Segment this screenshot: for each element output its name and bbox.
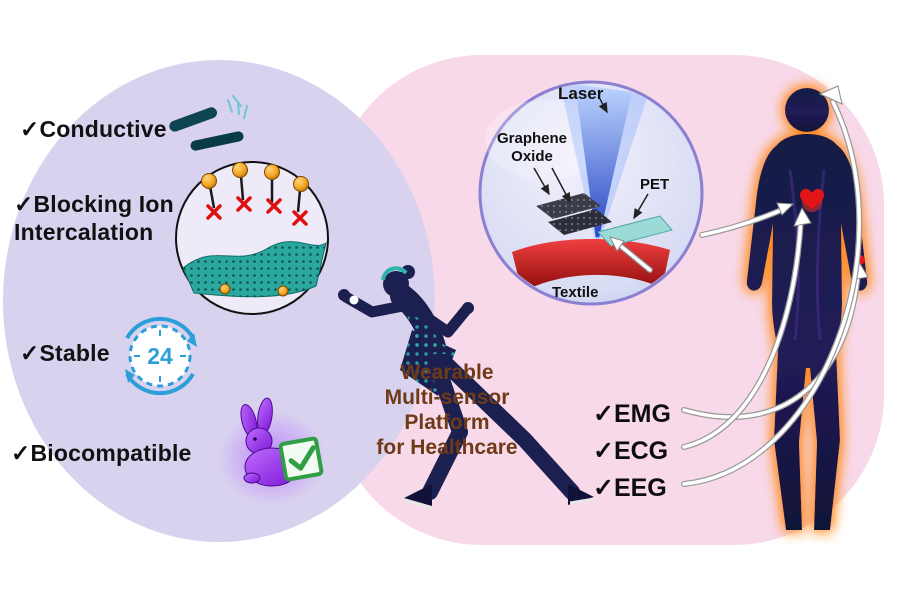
check-icon: ✓ [20,116,40,142]
signal-list: ✓EMG ✓ECG ✓EEG [593,396,671,507]
signal-emg: ✓EMG [593,396,671,433]
check-icon: ✓ [593,437,614,465]
feature-conductive-label: Conductive [39,116,167,142]
textile-label: Textile [552,284,599,301]
feature-biocompatible-label: Biocompatible [30,440,192,466]
center-title-line1: Wearable [400,361,494,384]
signal-emg-label: EMG [613,400,671,428]
center-title-line3: Platform [404,411,490,434]
check-icon: ✓ [593,400,614,428]
graphene-oxide-label: Graphene Oxide [487,130,577,166]
feature-conductive: ✓Conductive [20,116,167,143]
signal-ecg: ✓ECG [593,433,671,470]
check-icon: ✓ [14,191,34,217]
clock-24-value: 24 [147,343,173,369]
feature-biocompatible: ✓Biocompatible [11,440,192,467]
feature-stable: ✓Stable [20,340,110,367]
center-title-line2: Multi-sensor [384,386,510,409]
feature-stable-label: Stable [39,340,110,366]
signal-eeg-label: EEG [613,474,667,502]
feature-blocking-ion-line1: Blocking Ion [33,191,174,217]
check-icon: ✓ [20,340,40,366]
graphene-oxide-label-line1: Graphene [496,130,568,147]
signal-eeg: ✓EEG [593,470,671,507]
center-title-line4: for Healthcare [376,436,518,459]
center-title: Wearable Multi-sensor Platform for Healt… [357,360,537,460]
feature-blocking-ion-line2: Intercalation [14,219,154,245]
check-icon: ✓ [11,440,31,466]
pet-label: PET [640,176,670,193]
laser-label: Laser [558,84,604,103]
check-icon: ✓ [593,474,614,502]
feature-blocking-ion: ✓Blocking Ion Intercalation [14,190,174,246]
signal-ecg-label: ECG [613,437,669,465]
graphene-oxide-label-line2: Oxide [511,148,553,165]
